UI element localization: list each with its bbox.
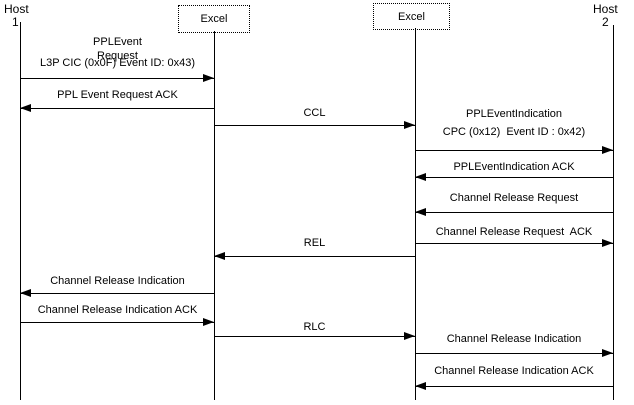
message-arrow-line	[20, 322, 214, 323]
lifeline-host1	[20, 22, 21, 400]
actor-host2-number: 2	[602, 15, 609, 29]
message-arrow-line	[20, 78, 214, 79]
arrowhead-left-icon	[415, 208, 426, 216]
arrowhead-left-icon	[415, 173, 426, 181]
message-label: RLC	[303, 321, 326, 333]
message-label: L3P CIC (0x0F) Event ID: 0x43)	[39, 57, 196, 69]
message-label: PPLEventIndication	[465, 108, 562, 120]
message-label: Channel Release Indication ACK	[434, 365, 594, 377]
arrowhead-left-icon	[20, 289, 31, 297]
message-label: Request	[97, 50, 138, 62]
actor-excel2-label: Excel	[398, 10, 425, 23]
message-arrow-line	[415, 386, 613, 387]
message-label: CCL	[303, 107, 326, 119]
message-label: Channel Release Request	[449, 192, 579, 204]
arrowhead-left-icon	[214, 252, 225, 260]
lifeline-host2	[613, 25, 614, 400]
actor-host2-label: Host	[593, 2, 618, 16]
arrowhead-right-icon	[203, 74, 214, 82]
message-label: Channel Release Indication	[446, 333, 582, 345]
message-label: PPLEvent	[93, 36, 142, 48]
actor-host1-label: Host	[4, 2, 29, 16]
arrowhead-right-icon	[602, 239, 613, 247]
actor-excel1-box: Excel	[178, 5, 250, 33]
actor-host1-number: 1	[12, 15, 19, 29]
arrowhead-right-icon	[404, 121, 415, 129]
message-label: PPL Event Request ACK	[57, 89, 178, 101]
message-arrow-line	[415, 150, 613, 151]
message-label: Channel Release Request ACK	[435, 226, 593, 238]
arrowhead-right-icon	[203, 318, 214, 326]
arrowhead-right-icon	[404, 332, 415, 340]
message-label: Channel Release Indication ACK	[37, 304, 198, 316]
message-label: CPC (0x12) Event ID : 0x42)	[442, 126, 586, 138]
actor-excel2-box: Excel	[373, 3, 450, 30]
message-label: Channel Release Indication	[50, 275, 185, 287]
message-arrow-line	[415, 212, 613, 213]
message-arrow-line	[20, 108, 214, 109]
arrowhead-right-icon	[602, 349, 613, 357]
message-arrow-line	[415, 177, 613, 178]
message-label: PPLEventIndication ACK	[453, 161, 575, 173]
message-arrow-line	[415, 243, 613, 244]
arrowhead-left-icon	[415, 382, 426, 390]
message-arrow-line	[20, 293, 214, 294]
arrowhead-left-icon	[20, 104, 31, 112]
lifeline-excel1	[214, 31, 215, 400]
message-arrow-line	[214, 125, 415, 126]
arrowhead-right-icon	[602, 146, 613, 154]
actor-excel1-label: Excel	[200, 13, 228, 25]
message-label: REL	[303, 237, 326, 249]
message-arrow-line	[214, 256, 415, 257]
message-arrow-line	[214, 336, 415, 337]
message-arrow-line	[415, 353, 613, 354]
